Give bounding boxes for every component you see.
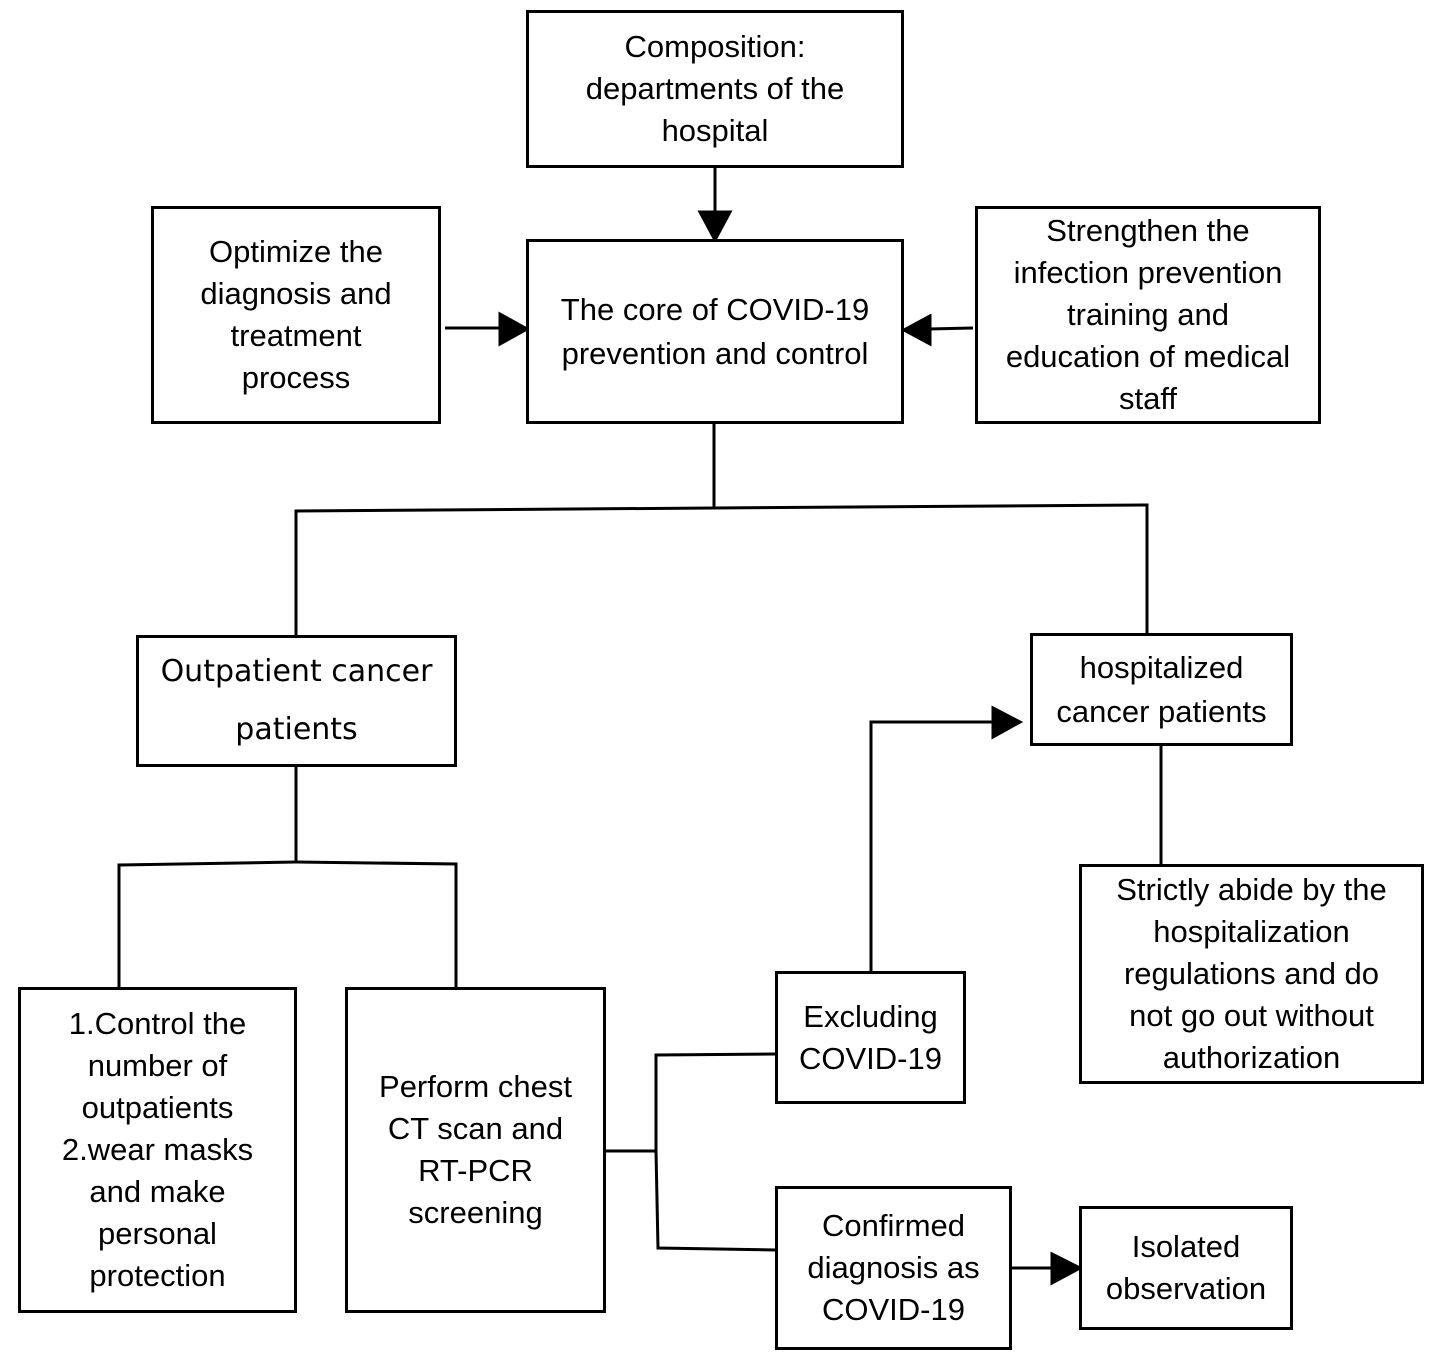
box-strengthen-line: infection prevention	[1013, 255, 1283, 290]
arrowhead-composition-to-core	[697, 210, 733, 244]
box-regulations-line: Strictly abide by the	[1116, 872, 1387, 907]
box-control-line: and make	[89, 1174, 226, 1209]
box-excluding: Excluding COVID-19	[775, 971, 966, 1104]
box-control-line: outpatients	[81, 1090, 234, 1125]
box-optimize-line: process	[241, 360, 351, 395]
box-composition-line: Composition:	[624, 29, 806, 64]
box-composition-line: departments of the	[585, 71, 845, 106]
box-isolated: Isolated observation	[1079, 1206, 1293, 1330]
box-outpatient: Outpatient cancer patients	[136, 635, 457, 767]
box-optimize-line: diagnosis and	[200, 276, 392, 311]
box-strengthen-line: education of medical	[1005, 339, 1291, 374]
connector-core-to-hospitalized	[713, 503, 1149, 634]
box-screening-line: CT scan and	[387, 1111, 564, 1146]
box-confirmed-line: Confirmed	[822, 1208, 965, 1243]
arrowhead-strengthen-to-core	[900, 313, 932, 347]
box-regulations-line: not go out without	[1129, 998, 1374, 1033]
box-control-line: 1.Control the	[68, 1006, 247, 1041]
box-confirmed-line: COVID-19	[822, 1292, 965, 1327]
box-regulations-line: authorization	[1162, 1040, 1341, 1075]
box-control: 1.Control the number of outpatients 2.we…	[18, 987, 297, 1313]
box-strengthen-line: Strengthen the	[1046, 213, 1250, 248]
connector-to-confirmed	[654, 1150, 777, 1252]
box-optimize-line: treatment	[230, 318, 362, 353]
box-confirmed: Confirmed diagnosis as COVID-19	[775, 1186, 1012, 1350]
box-isolated-line: observation	[1105, 1271, 1267, 1306]
box-hospitalized-line: hospitalized	[1079, 649, 1244, 685]
box-control-line: 2.wear masks	[61, 1132, 254, 1167]
box-regulations-line: hospitalization	[1153, 914, 1350, 949]
box-excluding-line: COVID-19	[799, 1040, 942, 1076]
box-excluding-line: Excluding	[803, 998, 938, 1034]
box-confirmed-line: diagnosis as	[807, 1250, 980, 1285]
box-screening-line: RT-PCR	[418, 1153, 533, 1188]
box-regulations: Strictly abide by the hospitalization re…	[1079, 864, 1424, 1084]
arrowhead-optimize-to-core	[498, 311, 531, 347]
box-screening-line: Perform chest	[379, 1069, 572, 1104]
arrow-strengthen-to-core	[927, 326, 974, 331]
box-strengthen-line: staff	[1118, 381, 1178, 416]
box-strengthen-line: training and	[1066, 297, 1229, 332]
box-outpatient-line: Outpatient cancer	[160, 654, 433, 689]
box-isolated-line: Isolated	[1131, 1229, 1241, 1264]
box-control-line: number of	[87, 1048, 228, 1083]
arrow-excluding-to-hospitalized	[869, 720, 996, 972]
arrowhead-excluding-to-hospitalized	[991, 705, 1024, 740]
box-control-line: personal	[98, 1216, 217, 1251]
connector-to-excluding	[654, 1052, 777, 1151]
box-composition-line: hospital	[661, 113, 769, 148]
arrowhead-confirmed-to-isolated	[1050, 1251, 1084, 1286]
connector-core-to-outpatient	[294, 506, 715, 636]
box-strengthen: Strengthen the infection prevention trai…	[975, 206, 1321, 424]
box-optimize-line: Optimize the	[208, 234, 383, 269]
box-hospitalized-line: cancer patients	[1056, 693, 1267, 729]
connector-outpatient-to-control	[117, 860, 297, 988]
box-regulations-line: regulations and do	[1123, 956, 1380, 991]
box-screening-line: screening	[408, 1195, 543, 1230]
box-outpatient-line: patients	[235, 712, 358, 747]
box-core-line: prevention and control	[561, 335, 869, 371]
box-hospitalized: hospitalized cancer patients	[1030, 633, 1293, 746]
connector-outpatient-to-screening	[295, 860, 458, 988]
box-control-line: protection	[89, 1258, 226, 1293]
box-core: The core of COVID-19 prevention and cont…	[526, 239, 904, 424]
box-optimize: Optimize the diagnosis and treatment pro…	[151, 206, 441, 424]
box-screening: Perform chest CT scan and RT-PCR screeni…	[345, 987, 606, 1313]
box-composition: Composition: departments of the hospital	[526, 10, 904, 168]
box-core-line: The core of COVID-19	[560, 291, 870, 327]
